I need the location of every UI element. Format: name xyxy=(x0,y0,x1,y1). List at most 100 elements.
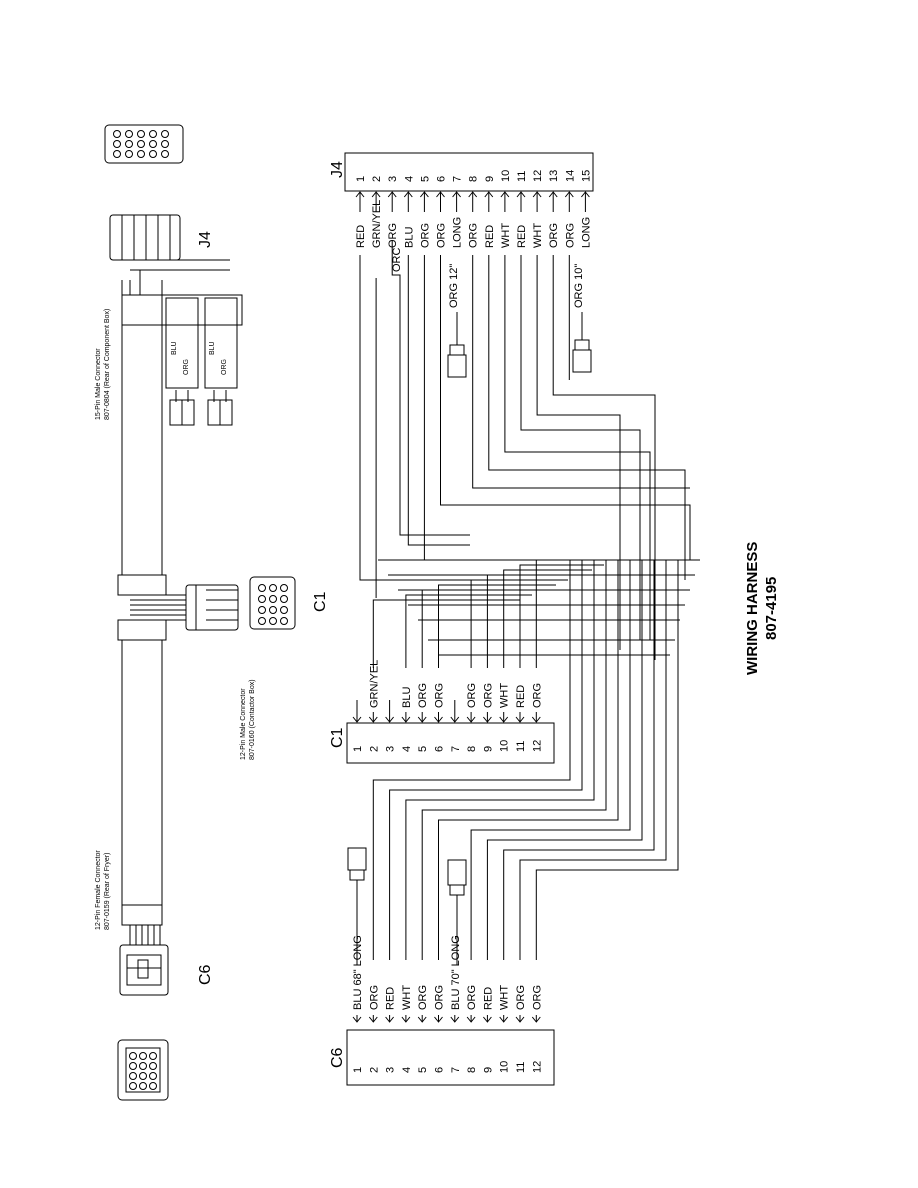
c6-pin-box xyxy=(346,1029,555,1086)
wire-path xyxy=(421,560,607,960)
j4-pictorial-label: J4 xyxy=(197,231,214,248)
j4-wire-label: ORG xyxy=(468,223,480,248)
c6-wire-label: ORG xyxy=(466,985,478,1010)
j4-pin-15: 15 xyxy=(580,170,592,182)
j4-pin-7: 7 xyxy=(452,176,464,182)
c1-wire-label: ORG xyxy=(482,683,494,708)
c6-wire-label: WHT xyxy=(499,985,511,1010)
wire-path xyxy=(407,255,470,546)
c6-pin-12: 12 xyxy=(531,1061,543,1073)
wire-path xyxy=(535,560,679,960)
c1-callout-2: 807-0160 (Contactor Box) xyxy=(249,679,256,760)
c6-wire-label: ORG xyxy=(368,985,380,1010)
c1-callout-1: 12-Pin Male Connector xyxy=(240,688,247,760)
j4-wire-label: WHT xyxy=(500,223,512,248)
j4-wire-label: GRN/YEL xyxy=(371,200,383,248)
j4-wire-label: RED xyxy=(516,225,528,248)
c6-pin-9: 9 xyxy=(482,1067,494,1073)
cable-trunk xyxy=(117,280,186,926)
c6-pin-7: 7 xyxy=(450,1067,462,1073)
c1-wire-label: ORG xyxy=(531,683,543,708)
wire-path xyxy=(488,255,686,580)
c1-connector-body xyxy=(185,584,239,631)
j4-pin-9: 9 xyxy=(484,176,496,182)
c6-pictorial-label: C6 xyxy=(197,964,214,985)
pictorial-blu-label-1: BLU xyxy=(171,341,178,355)
c1-wire-label: ORG xyxy=(434,683,446,708)
c6-wire-label: ORG xyxy=(515,985,527,1010)
wire-path xyxy=(552,255,656,660)
j4-pin-11: 11 xyxy=(516,171,528,182)
c1-wire-label: ORG xyxy=(417,683,429,708)
c6-pin-3: 3 xyxy=(385,1067,397,1073)
wire-path xyxy=(391,240,470,536)
c6-pin-11: 11 xyxy=(515,1062,527,1073)
j4-extra-org10: ORG 10" xyxy=(573,264,585,308)
j4-pin-box xyxy=(344,152,594,192)
wire-path xyxy=(504,255,651,640)
c6-pin-5: 5 xyxy=(417,1067,429,1073)
j4-pin-10: 10 xyxy=(500,170,512,182)
j4-schematic-label: J4 xyxy=(329,161,346,178)
c6-connector-body xyxy=(119,925,169,996)
c6-pin-8: 8 xyxy=(466,1067,478,1073)
wire-path xyxy=(421,589,544,668)
j4-extra-orc: ORC xyxy=(391,248,403,273)
diagram-title: WIRING HARNESS xyxy=(744,542,761,675)
wire-path xyxy=(470,560,631,960)
c6-callout-1: 12-Pin Female Connector xyxy=(95,850,102,930)
c6-wire-label: WHT xyxy=(401,985,413,1010)
j4-callout-2: 807-0804 (Rear of Component Box) xyxy=(104,309,111,420)
wire-path xyxy=(372,599,520,668)
j4-pin-2: 2 xyxy=(371,176,383,182)
j4-wire-label: WHT xyxy=(532,223,544,248)
wire-path xyxy=(440,255,691,560)
diagram-part-number: 807-4195 xyxy=(763,577,780,640)
wire-path xyxy=(405,560,595,960)
c6-wire-label: ORG xyxy=(434,985,446,1010)
j4-pin-5: 5 xyxy=(419,176,431,182)
wire-path xyxy=(503,560,655,960)
c6-callout-2: 807-0159 (Rear of Fryer) xyxy=(104,853,111,930)
terminal-icon xyxy=(169,399,233,426)
j4-wire-label: RED xyxy=(484,225,496,248)
c1-pin-6: 6 xyxy=(434,746,446,752)
c6-pin-2: 2 xyxy=(368,1067,380,1073)
breakout-sleeve xyxy=(121,270,243,402)
c6-pin-4: 4 xyxy=(401,1067,413,1073)
j4-pin-14: 14 xyxy=(564,170,576,182)
wire-path xyxy=(536,255,621,650)
schematic-boxes xyxy=(344,152,594,1086)
c6-wire-label: ORG xyxy=(531,985,543,1010)
j4-wire-label: RED xyxy=(355,225,367,248)
j4-wire-label: ORG xyxy=(548,223,560,248)
c1-pin-box xyxy=(346,722,555,764)
j4-wire-label: ORG xyxy=(387,223,399,248)
j4-pin-8: 8 xyxy=(468,176,480,182)
c1-pin-3: 3 xyxy=(385,746,397,752)
j4-wire-label: LONG xyxy=(452,217,464,248)
j4-pin-3: 3 xyxy=(387,176,399,182)
c1-face-icon xyxy=(249,576,296,630)
c1-pictorial-label: C1 xyxy=(312,591,329,612)
j4-pin-12: 12 xyxy=(532,170,544,182)
wire-routing xyxy=(356,240,700,965)
schematic-terminals xyxy=(347,312,592,925)
c1-pin-5: 5 xyxy=(417,746,429,752)
c1-pin-2: 2 xyxy=(368,746,380,752)
c1-schematic-label: C1 xyxy=(329,727,346,748)
j4-extra-org12: ORG 12" xyxy=(448,264,460,308)
c1-wire-label: WHT xyxy=(499,683,511,708)
j4-pin-13: 13 xyxy=(548,170,560,182)
wire-path xyxy=(359,255,480,581)
pictorial-org-label-2: ORG xyxy=(221,359,228,375)
c1-pin-12: 12 xyxy=(531,740,543,752)
terminal-j4-12in-icon xyxy=(447,312,467,378)
pictorial-org-label-1: ORG xyxy=(183,359,190,375)
wire-path xyxy=(470,579,568,668)
wire-path xyxy=(519,560,667,960)
c6-wire-label: RED xyxy=(482,987,494,1010)
wire-path xyxy=(372,560,571,960)
